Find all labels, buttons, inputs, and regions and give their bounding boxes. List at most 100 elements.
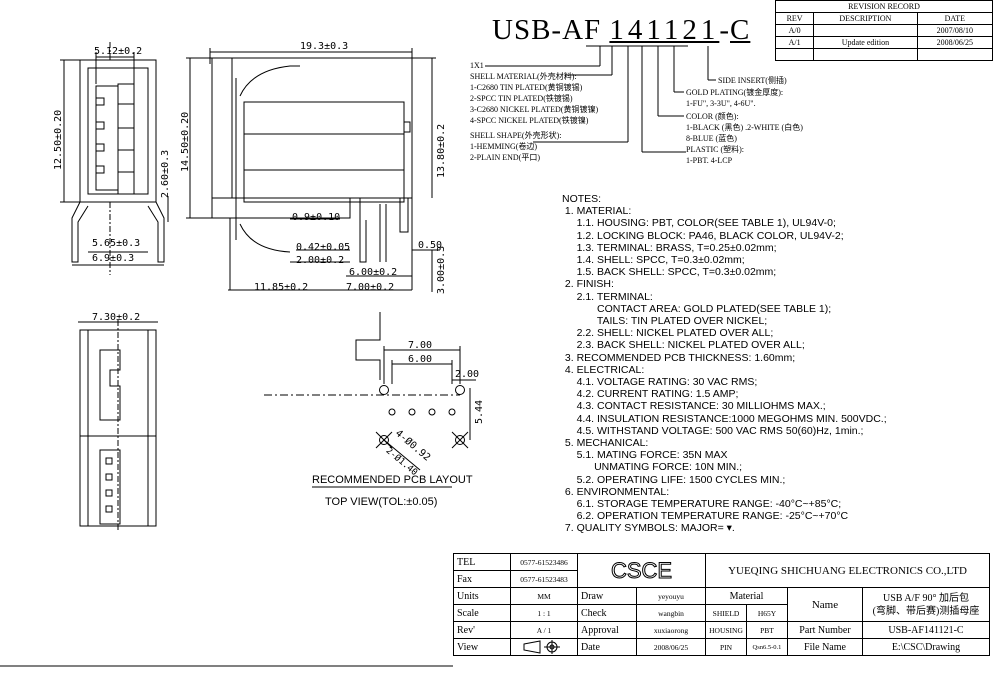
dim-leg-span: 7.00±0.2 xyxy=(346,282,395,293)
scale-value: 1 : 1 xyxy=(510,604,578,622)
callouts-left: 1X1 SHELL MATERIAL(外壳材料): 1-C2680 TIN PL… xyxy=(470,60,598,163)
revision-description xyxy=(813,24,918,37)
units-label: Units xyxy=(453,587,511,605)
revision-table: REVISION RECORD REV DESCRIPTION DATE A/0… xyxy=(774,0,993,61)
company-logo: CSCE xyxy=(577,553,706,588)
dim-leg-height: 2.60±0.3 xyxy=(160,149,171,198)
part-name-line-1: USB A/F 90° 加后包 xyxy=(883,592,969,604)
note-line: 5.1. MATING FORCE: 35N MAX xyxy=(562,449,728,462)
file-name-value: E:\CSC\Drawing xyxy=(862,638,990,656)
note-line: 4.3. CONTACT RESISTANCE: 30 MILLIOHMS MA… xyxy=(562,400,826,413)
part-number-label: Part Number xyxy=(787,621,863,639)
file-name-label: File Name xyxy=(787,638,863,656)
fax-label: Fax xyxy=(453,570,511,588)
dim-pin-pitch: 2.00±0.2 xyxy=(296,255,345,266)
dim-pin-span: 6.00±0.2 xyxy=(349,267,398,278)
draw-value: yeyouyu xyxy=(636,587,706,605)
side-view xyxy=(186,48,440,292)
date-label: Date xyxy=(577,638,637,656)
dim-leg-inner: 5.65±0.3 xyxy=(92,238,141,249)
note-line: 4. ELECTRICAL: xyxy=(562,363,645,376)
note-line: 2.2. SHELL: NICKEL PLATED OVER ALL; xyxy=(562,327,774,340)
dim-pin-thickness: 0.42±0.05 xyxy=(296,242,351,253)
dim-bottom-width: 7.30±0.2 xyxy=(92,312,141,323)
rev-label: Rev' xyxy=(453,621,511,639)
callout-shell-shape-1: 1-HEMMING(卷边) xyxy=(470,142,538,151)
revision-description: Update edition xyxy=(813,36,918,49)
note-line: 4.4. INSULATION RESISTANCE:1000 MEGOHMS … xyxy=(562,412,887,425)
front-view xyxy=(60,40,169,275)
callout-shell-shape-title: SHELL SHAPE(外壳形状): xyxy=(470,131,562,140)
check-value: wangbin xyxy=(636,604,706,622)
note-line: 5.2. OPERATING LIFE: 1500 CYCLES MIN.; xyxy=(562,473,786,486)
note-line: 3. RECOMMENDED PCB THICKNESS: 1.60mm; xyxy=(562,351,796,364)
dim-height-side: 14.50±0.20 xyxy=(180,111,191,172)
callout-gold-plating-values: 1-FU", 3-3U", 4-6U". xyxy=(686,99,756,108)
view-label: View xyxy=(453,638,511,656)
title-block: TEL 0577-61523486 CSCE YUEQING SHICHUANG… xyxy=(453,553,990,656)
dim-width-inner: 5.12±0.2 xyxy=(94,46,143,57)
scale-label: Scale xyxy=(453,604,511,622)
part-title: USB-AF 141121-C xyxy=(492,14,750,47)
shield-label: SHIELD xyxy=(705,604,747,622)
note-line: 7. QUALITY SYMBOLS: MAJOR= ▾. xyxy=(562,522,735,535)
dim-length: 19.3±0.3 xyxy=(300,41,349,52)
note-line: 6.1. STORAGE TEMPERATURE RANGE: -40°C~+8… xyxy=(562,498,842,511)
tel-label: TEL xyxy=(453,553,511,571)
note-line: 1.4. SHELL: SPCC, T=0.3±0.02mm; xyxy=(562,254,745,267)
revision-row: A/1 Update edition 2008/06/25 xyxy=(774,36,993,49)
revision-col-rev: REV xyxy=(774,12,815,25)
pin-label: PIN xyxy=(705,638,747,656)
note-line: 6.2. OPERATION TEMPERATURE RANGE: -25°C~… xyxy=(562,510,849,523)
dim-leg-outer: 6.9±0.3 xyxy=(92,253,135,264)
pin-value: Qsn6.5-0.1 xyxy=(746,638,788,656)
callout-shell-material-4: 4-SPCC NICKEL PLATED(铁镀镍) xyxy=(470,116,589,125)
note-line: 2.1. TERMINAL: xyxy=(562,290,653,303)
revision-col-date: DATE xyxy=(916,12,993,25)
housing-label: HOUSING xyxy=(705,621,747,639)
shield-value: H65Y xyxy=(746,604,788,622)
bottom-view xyxy=(78,320,158,530)
note-line: 5. MECHANICAL: xyxy=(562,437,649,450)
tel-value: 0577-61523486 xyxy=(510,553,578,571)
note-line: 2.3. BACK SHELL: NICKEL PLATED OVER ALL; xyxy=(562,339,805,352)
pcb-dim-700: 7.00 xyxy=(408,340,433,351)
note-line: UNMATING FORCE: 10N MIN.; xyxy=(562,461,743,474)
dim-rear-offset: 11.85±0.2 xyxy=(254,282,309,293)
dim-leg-length: 3.00±0.3 xyxy=(436,245,447,294)
company-name: YUEQING SHICHUANG ELECTRONICS CO.,LTD xyxy=(705,553,990,588)
note-line: 1.5. BACK SHELL: SPCC, T=0.3±0.02mm; xyxy=(562,266,777,279)
dim-height-front: 12.50±0.20 xyxy=(53,109,64,170)
rev-value: A / 1 xyxy=(510,621,578,639)
name-label: Name xyxy=(787,587,863,622)
date-value: 2008/06/25 xyxy=(636,638,706,656)
revision-rev: A/1 xyxy=(774,36,815,49)
pcb-dim-200: 2.00 xyxy=(455,369,480,380)
housing-value: PBT xyxy=(746,621,788,639)
material-label: Material xyxy=(705,587,788,605)
title-code: 141121 xyxy=(609,14,720,46)
callouts-right: GOLD PLATING(镀金厚度): 1-FU", 3-3U", 4-6U".… xyxy=(686,87,803,166)
callout-side-insert: SIDE INSERT(侧插) xyxy=(718,76,787,85)
callout-gold-plating-title: GOLD PLATING(镀金厚度): xyxy=(686,88,784,97)
part-number-value: USB-AF141121-C xyxy=(862,621,990,639)
notes-block: NOTES: 1. MATERIAL: 1.1. HOUSING: PBT, C… xyxy=(562,193,887,535)
note-line: 4.1. VOLTAGE RATING: 30 VAC RMS; xyxy=(562,376,758,389)
note-line: 4.2. CURRENT RATING: 1.5 AMP; xyxy=(562,388,739,401)
callout-plastic-1: 1-PBT. 4-LCP xyxy=(686,156,733,165)
callout-shell-material-1: 1-C2680 TIN PLATED(黄铜镀锡) xyxy=(470,83,583,92)
title-prefix: USB-AF xyxy=(492,14,602,46)
callout-shell-material-title: SHELL MATERIAL(外壳材料): xyxy=(470,72,577,81)
callout-color-1: 1-BLACK (黑色) .2-WHITE (白色) xyxy=(686,123,803,132)
note-line: 2. FINISH: xyxy=(562,278,614,291)
callout-ix: 1X1 xyxy=(470,61,484,70)
fax-value: 0577-61523483 xyxy=(510,570,578,588)
approval-label: Approval xyxy=(577,621,637,639)
note-line: 1. MATERIAL: xyxy=(562,205,632,218)
note-line: CONTACT AREA: GOLD PLATED(SEE TABLE 1); xyxy=(562,302,832,315)
units-value: MM xyxy=(510,587,578,605)
revision-rev: A/0 xyxy=(774,24,815,37)
note-line: NOTES: xyxy=(562,193,602,205)
callout-color-2: 8-BLUE (蓝色) xyxy=(686,134,737,143)
